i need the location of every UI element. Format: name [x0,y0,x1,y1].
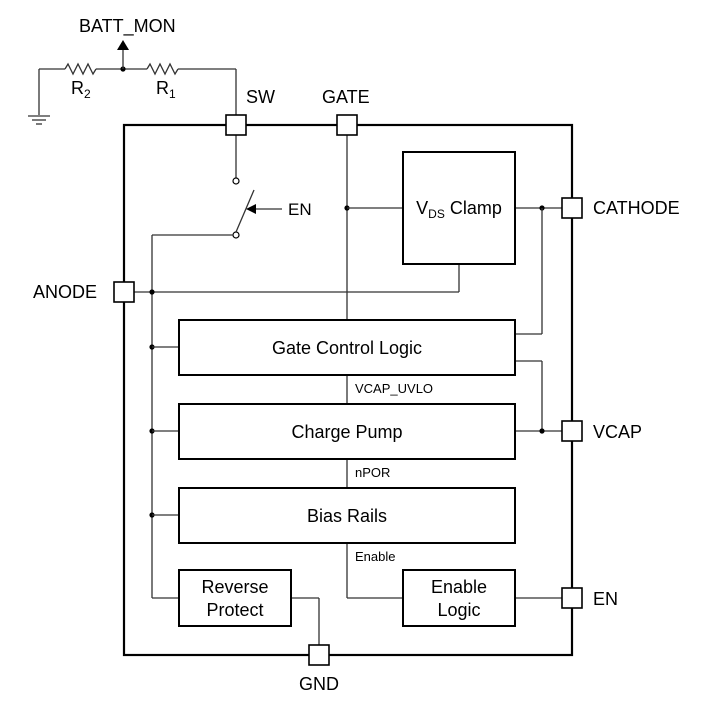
reverse-protect-block: Reverse Protect [178,569,292,627]
switch-blade [235,189,255,233]
arrow-up-icon [117,40,129,50]
bias-rails-block: Bias Rails [178,487,516,544]
pin-gate: GATE [322,87,370,136]
pin-gnd-label: GND [299,674,339,694]
vds-clamp-label: VDS Clamp [416,198,502,221]
pin-cathode: CATHODE [561,197,680,219]
pin-sw: SW [225,87,275,136]
enable-logic-line2: Logic [437,600,480,620]
vds-clamp-block: VDS Clamp [402,151,516,265]
reverse-protect-line1: Reverse [201,577,268,597]
pin-anode-label: ANODE [33,282,97,302]
pin-gnd: GND [299,644,339,694]
en-switch-label: EN [288,200,312,219]
ground-icon [28,69,50,125]
enable-signal-label: Enable [355,549,395,564]
pin-sw-label: SW [246,87,275,107]
gate-control-logic-block: Gate Control Logic [178,319,516,376]
vcap-uvlo-label: VCAP_UVLO [355,381,433,396]
pin-gate-label: GATE [322,87,370,107]
internal-wiring [133,135,562,645]
charge-pump-label: Charge Pump [291,422,402,442]
enable-logic-line1: Enable [431,577,487,597]
pin-en-label: EN [593,589,618,609]
r1-label: R1 [156,78,176,101]
pin-en: EN [561,587,618,609]
batt-mon-divider: BATT_MON R2 R1 [28,16,237,125]
reverse-protect-line2: Protect [206,600,263,620]
npor-label: nPOR [355,465,390,480]
enable-logic-block: Enable Logic [402,569,516,627]
pin-cathode-label: CATHODE [593,198,680,218]
gate-control-logic-label: Gate Control Logic [272,338,422,358]
resistor-r1-icon [146,62,179,76]
bias-rails-label: Bias Rails [307,506,387,526]
resistor-r2-icon [64,62,97,76]
pin-anode: ANODE [33,281,135,303]
arrow-left-icon [246,204,256,214]
r2-label: R2 [71,78,91,101]
charge-pump-block: Charge Pump [178,403,516,460]
batt-mon-label: BATT_MON [79,16,176,37]
pin-vcap: VCAP [561,420,642,442]
pin-vcap-label: VCAP [593,422,642,442]
